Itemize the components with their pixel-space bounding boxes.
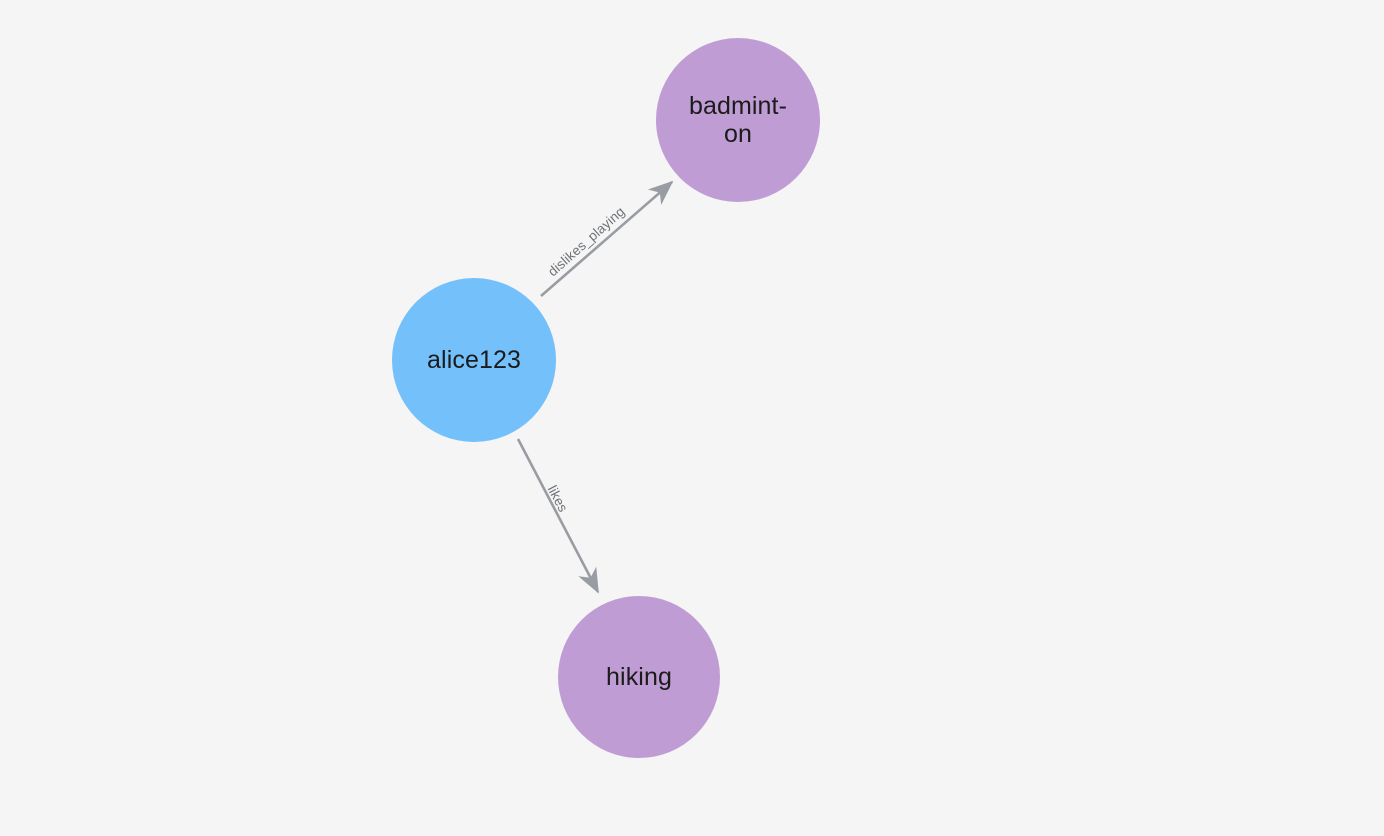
graph-node-hiking[interactable]: hiking <box>558 596 720 758</box>
edge-likes[interactable] <box>516 438 600 594</box>
node-label-badminton: badmint- on <box>688 92 788 148</box>
edge-line-dislikes-playing[interactable] <box>540 180 674 297</box>
edge-line-likes[interactable] <box>516 438 600 594</box>
graph-node-badminton[interactable]: badmint- on <box>656 38 820 202</box>
node-label-alice123: alice123 <box>427 346 521 374</box>
graph-node-alice123[interactable]: alice123 <box>392 278 556 442</box>
edge-dislikes-playing[interactable] <box>540 180 674 297</box>
node-label-hiking: hiking <box>606 663 672 691</box>
